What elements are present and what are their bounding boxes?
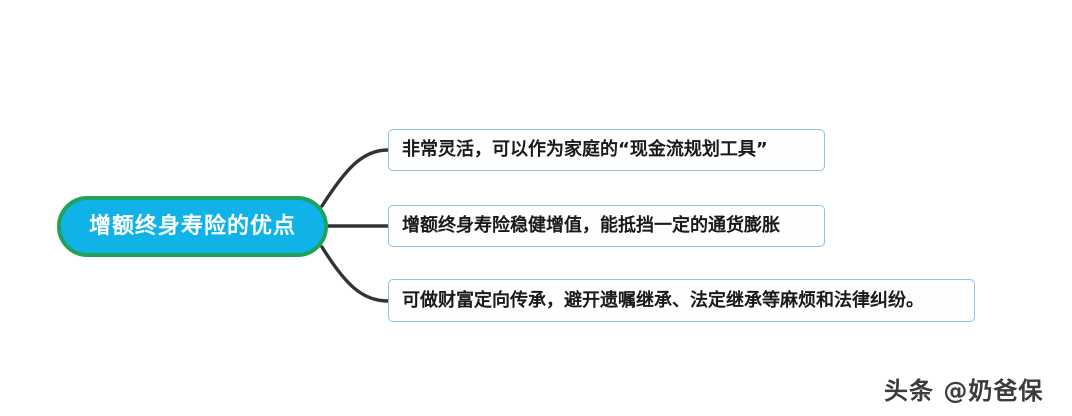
branch-node-0[interactable]: 非常灵活，可以作为家庭的“现金流规划工具” [388,129,825,171]
root-node[interactable]: 增额终身寿险的优点 [57,196,328,257]
branch-node-1-label: 增额终身寿险稳健增值，能抵挡一定的通货膨胀 [402,215,780,236]
branch-node-1[interactable]: 增额终身寿险稳健增值，能抵挡一定的通货膨胀 [388,205,825,247]
branch-node-2-label: 可做财富定向传承，避开遗嘱继承、法定继承等麻烦和法律纠纷。 [402,289,924,311]
root-node-label: 增额终身寿险的优点 [88,213,296,239]
branch-node-2[interactable]: 可做财富定向传承，避开遗嘱继承、法定继承等麻烦和法律纠纷。 [388,279,975,322]
branch-node-0-label: 非常灵活，可以作为家庭的“现金流规划工具” [402,139,768,160]
watermark: 头条 @奶爸保 [884,377,1044,405]
connector-line-branch-0 [320,148,390,208]
connector-line-branch-2 [320,245,390,303]
